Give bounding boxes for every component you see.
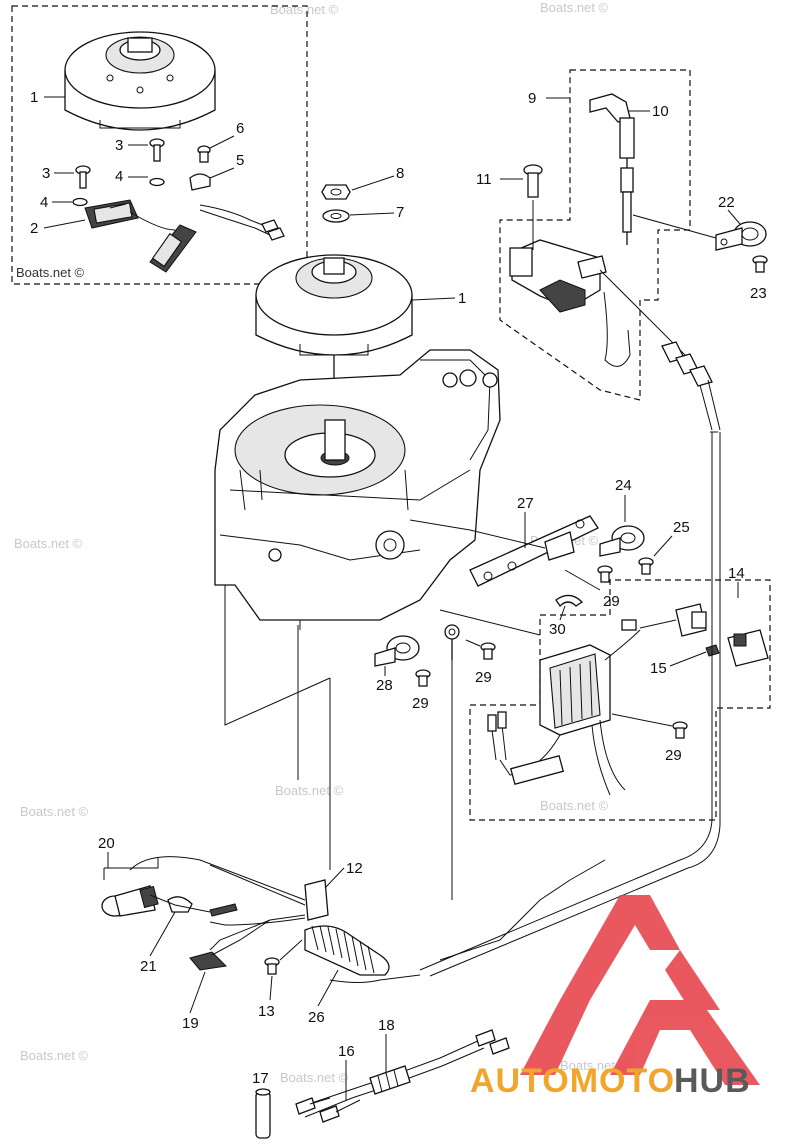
washer (72, 197, 88, 207)
watermark: Boats.net © (280, 1070, 349, 1085)
cable-clamp (599, 525, 645, 557)
callout-6: 6 (236, 120, 244, 137)
brand-name-part1: AUTOMOTO (470, 1062, 675, 1100)
callout-16: 16 (338, 1043, 355, 1060)
cable-clamp (715, 221, 767, 251)
brand-name-part2: HUB (674, 1062, 751, 1100)
watermark: Boats.net © (560, 1058, 629, 1073)
ignition-coil-group (499, 69, 691, 401)
brand-logo: AUTOMOTO HUB (470, 895, 760, 1100)
callout-2: 2 (30, 220, 38, 237)
callout-22: 22 (718, 194, 735, 211)
watermark: Boats.net © (275, 783, 344, 798)
callout-9: 9 (528, 90, 536, 107)
callout-13: 13 (258, 1003, 275, 1020)
insulating-sleeve (255, 1088, 271, 1139)
callout-4: 4 (115, 168, 123, 185)
flywheel-small (64, 31, 216, 131)
callout-17: 17 (252, 1070, 269, 1087)
temp-switch (101, 885, 159, 917)
wire-connectors (661, 341, 721, 433)
callout-29: 29 (665, 747, 682, 764)
watermark: Boats.net © (14, 536, 83, 551)
screw (75, 165, 91, 189)
watermark: Boats.net © (270, 2, 339, 17)
callout-4: 4 (40, 194, 48, 211)
callout-30: 30 (549, 621, 566, 638)
watermark: Boats.net © (20, 1048, 89, 1063)
engine-block (214, 349, 501, 630)
watermark: Boats.net © (540, 798, 609, 813)
screw (523, 164, 543, 198)
wire-clip (555, 594, 584, 608)
callout-24: 24 (615, 477, 632, 494)
logo-mark (520, 895, 760, 1085)
callout-25: 25 (673, 519, 690, 536)
nut-washer (321, 184, 351, 223)
callout-1: 1 (458, 290, 466, 307)
callout-20: 20 (98, 835, 115, 852)
callout-3: 3 (115, 137, 123, 154)
wire-harness (129, 620, 721, 983)
callout-11: 11 (476, 171, 492, 188)
callout-15: 15 (650, 660, 667, 677)
callout-8: 8 (396, 165, 404, 182)
callout-29: 29 (475, 669, 492, 686)
callout-26: 26 (308, 1009, 325, 1026)
charge-coil (149, 224, 197, 273)
callout-23: 23 (750, 285, 767, 302)
callout-12: 12 (346, 860, 363, 877)
callout-7: 7 (396, 204, 404, 221)
alternate-flywheel-inset: 1 3 4 3 4 6 5 2 (11, 5, 308, 285)
flywheel (255, 254, 413, 356)
callout-28: 28 (376, 677, 393, 694)
watermark: Boats.net © (20, 804, 89, 819)
callout-10: 10 (652, 103, 669, 120)
callout-3: 3 (42, 165, 50, 182)
mounting-bracket (469, 515, 599, 587)
callout-27: 27 (517, 495, 534, 512)
watermark: Boats.net © (540, 0, 609, 15)
callout-29: 29 (412, 695, 429, 712)
callout-29: 29 (603, 593, 620, 610)
inset-watermark: Boats.net © (16, 265, 85, 280)
callout-21: 21 (140, 958, 157, 975)
callout-1: 1 (30, 89, 38, 106)
rectifier-group (469, 579, 771, 821)
lead-wire (295, 1029, 510, 1123)
callout-19: 19 (182, 1015, 199, 1032)
callout-14: 14 (728, 565, 745, 582)
callout-18: 18 (378, 1017, 395, 1034)
callout-5: 5 (236, 152, 244, 169)
cable-clamp (374, 635, 420, 667)
exciter-coil (84, 199, 139, 229)
